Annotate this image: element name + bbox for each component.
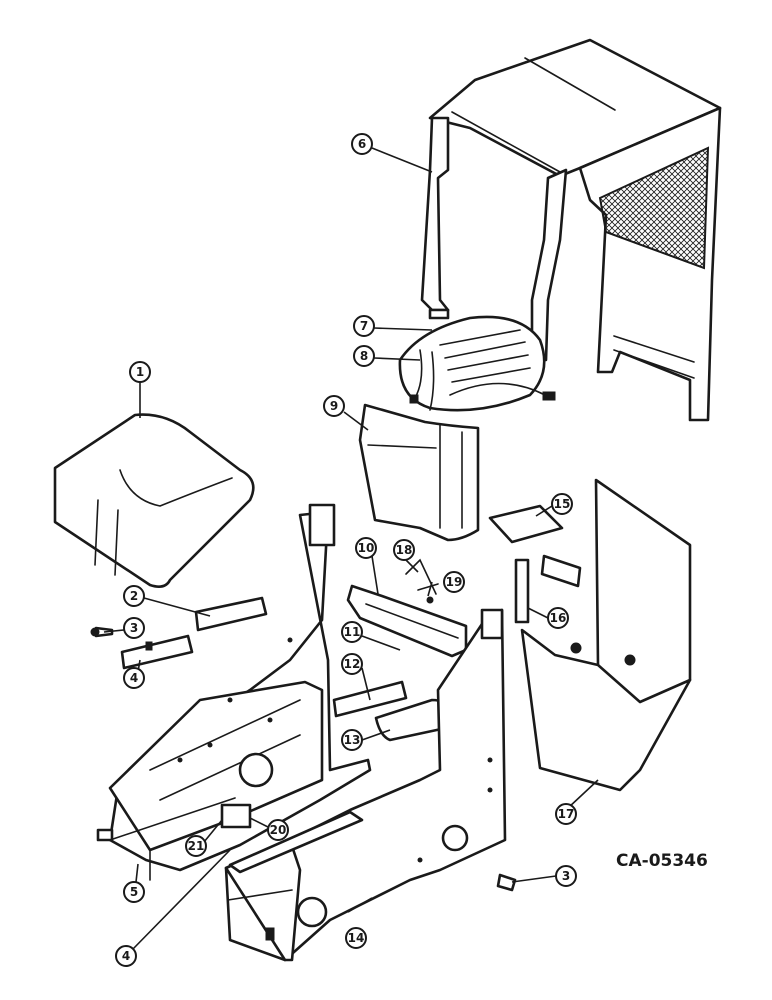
strap-16 xyxy=(514,558,530,624)
svg-text:6: 6 xyxy=(358,137,366,151)
plate-2 xyxy=(194,596,268,632)
main-chassis xyxy=(96,510,372,881)
right-side-enclosure xyxy=(520,478,692,792)
svg-text:15: 15 xyxy=(554,497,571,511)
svg-text:20: 20 xyxy=(270,823,287,837)
svg-text:13: 13 xyxy=(344,733,361,747)
plate-15 xyxy=(488,504,564,544)
bolt-3-head xyxy=(90,627,100,637)
callout-4-lower: 4 xyxy=(115,945,137,967)
svg-text:16: 16 xyxy=(550,611,567,625)
callout-4: 4 xyxy=(123,667,145,689)
svg-text:1: 1 xyxy=(136,365,144,379)
callout-20: 20 xyxy=(267,819,289,841)
svg-text:4: 4 xyxy=(130,671,138,685)
hood-cover xyxy=(53,413,255,588)
bracket-15 xyxy=(540,554,582,588)
plate-4-stud xyxy=(145,641,153,651)
callout-16: 16 xyxy=(547,607,569,629)
svg-text:3: 3 xyxy=(130,621,138,635)
svg-text:21: 21 xyxy=(188,839,205,853)
svg-text:14: 14 xyxy=(348,931,365,945)
callout-7: 7 xyxy=(353,315,375,337)
callout-6: 6 xyxy=(351,133,373,155)
callout-2: 2 xyxy=(123,585,145,607)
callout-14: 14 xyxy=(345,927,367,949)
callout-18: 18 xyxy=(393,539,415,561)
svg-text:2: 2 xyxy=(130,589,138,603)
callout-1: 1 xyxy=(129,361,151,383)
seat-cushion xyxy=(398,315,556,412)
svg-text:5: 5 xyxy=(130,885,138,899)
svg-text:7: 7 xyxy=(360,319,368,333)
svg-text:18: 18 xyxy=(396,543,413,557)
svg-text:3: 3 xyxy=(562,869,570,883)
callout-15: 15 xyxy=(551,493,573,515)
svg-text:9: 9 xyxy=(330,399,338,413)
seat-bracket xyxy=(346,558,468,658)
callout-9: 9 xyxy=(323,395,345,417)
front-cabinet xyxy=(224,608,507,962)
post-bracket xyxy=(308,503,336,547)
callout-11: 11 xyxy=(341,621,363,643)
svg-text:4: 4 xyxy=(122,949,130,963)
canopy-frame xyxy=(420,38,722,422)
svg-text:19: 19 xyxy=(446,575,463,589)
drawing-number: CA-05346 xyxy=(616,851,708,871)
plate-4 xyxy=(120,634,194,670)
svg-text:12: 12 xyxy=(344,657,361,671)
svg-text:10: 10 xyxy=(358,541,375,555)
bolt-3-lower xyxy=(496,873,517,892)
right-post-bracket xyxy=(480,608,504,640)
callout-10: 10 xyxy=(355,537,377,559)
callout-21: 21 xyxy=(185,835,207,857)
svg-text:8: 8 xyxy=(360,349,368,363)
callout-8: 8 xyxy=(353,345,375,367)
svg-text:11: 11 xyxy=(344,625,361,639)
leader-lines xyxy=(103,147,599,951)
seat-back-panel xyxy=(358,403,480,542)
callout-13: 13 xyxy=(341,729,363,751)
callout-3-lower: 3 xyxy=(555,865,577,887)
callout-19: 19 xyxy=(443,571,465,593)
callout-17: 17 xyxy=(555,803,577,825)
callout-12: 12 xyxy=(341,653,363,675)
svg-text:17: 17 xyxy=(558,807,575,821)
callout-3: 3 xyxy=(123,617,145,639)
callout-5: 5 xyxy=(123,881,145,903)
